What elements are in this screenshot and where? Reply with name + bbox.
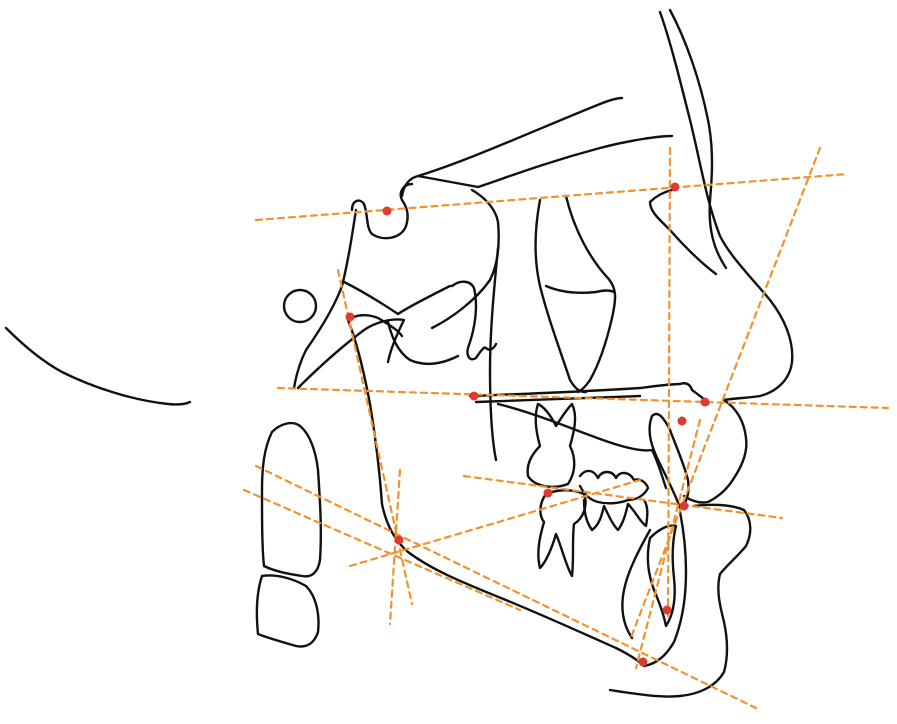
landmark-menton xyxy=(638,657,648,667)
upper-molar xyxy=(526,402,577,488)
pterygomaxillary-line xyxy=(342,280,452,316)
symphysis-inner xyxy=(621,528,652,640)
symphysis xyxy=(642,510,688,668)
lower-premolars xyxy=(582,498,649,532)
occipital-contour xyxy=(4,326,192,406)
clivus xyxy=(292,208,358,390)
premolar-block xyxy=(578,469,650,505)
landmark-sella xyxy=(382,206,392,216)
nasal-bone-inner xyxy=(668,8,728,270)
landmark-pns xyxy=(469,391,479,401)
landmark-nasion xyxy=(670,182,680,192)
nasal-bone-outer xyxy=(658,10,794,402)
maxillary-sinus xyxy=(564,194,617,394)
vertebra-c2 xyxy=(260,421,323,578)
palatal-plane-lower xyxy=(474,394,642,404)
facial-line-nasion-pogonion xyxy=(666,146,672,622)
anatomical-outlines xyxy=(4,8,794,698)
landmark-incisor-tip xyxy=(679,501,689,511)
zygomatic-process xyxy=(544,284,616,294)
mandibular-plane-line xyxy=(254,464,758,710)
gonial-line-b xyxy=(348,478,642,568)
ear-rod-ring xyxy=(282,288,318,324)
coronoid-process xyxy=(346,314,404,338)
landmark-molar-contact xyxy=(543,488,553,498)
pterygoid-hamulus xyxy=(450,280,498,361)
landmark-ans xyxy=(700,397,710,407)
chin-line xyxy=(634,418,702,670)
lower-lip xyxy=(608,503,752,698)
landmark-point-b xyxy=(662,605,672,615)
upper-lip xyxy=(682,398,748,504)
landmark-gonion xyxy=(394,535,404,545)
mandibular-ramus xyxy=(346,318,646,668)
orbit-floor xyxy=(430,188,500,330)
landmark-articulare xyxy=(345,312,355,322)
lower-incisor xyxy=(646,524,678,628)
e-line xyxy=(628,146,822,642)
anterior-cranial-base xyxy=(400,96,624,198)
gonial-vertical xyxy=(388,468,402,626)
nasion-notch xyxy=(648,188,718,276)
landmark-point-a xyxy=(677,416,687,426)
reference-lines xyxy=(242,146,890,710)
sella-turcica xyxy=(350,182,414,240)
soft-palate xyxy=(386,320,460,366)
gonial-line-a xyxy=(242,488,522,612)
landmarks xyxy=(345,182,710,667)
maxilla-anterior xyxy=(496,402,668,490)
palatal-plane xyxy=(468,382,710,406)
posterior-maxilla xyxy=(488,246,500,462)
palatal-reference-line xyxy=(276,386,890,410)
vertebra-c3 xyxy=(255,574,320,648)
frontal-sinus-line xyxy=(416,134,674,189)
occlusal-plane-line xyxy=(462,474,784,520)
pterygomaxillary-fissure xyxy=(534,198,588,394)
ramus-line xyxy=(336,268,414,606)
sn-line xyxy=(254,172,850,222)
